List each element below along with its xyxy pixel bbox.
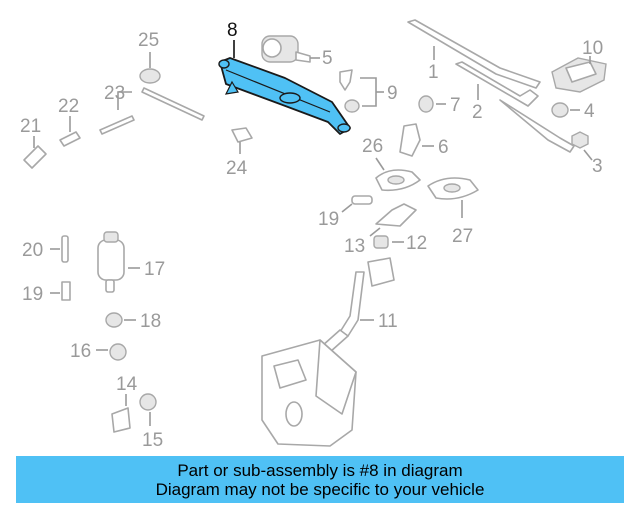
callout-2: 2	[472, 102, 483, 123]
banner-line-2: Diagram may not be specific to your vehi…	[155, 479, 485, 499]
seal-part-13	[375, 203, 417, 227]
grommet-part-15	[139, 393, 157, 411]
info-banner: Part or sub-assembly is #8 in diagram Di…	[16, 456, 624, 503]
callout-12: 12	[406, 233, 427, 254]
callout-5: 5	[322, 48, 333, 69]
callout-7: 7	[450, 95, 461, 116]
callout-25: 25	[138, 30, 159, 51]
grommet-part-7	[418, 95, 434, 113]
callout-14: 14	[116, 374, 138, 395]
bolt-part-9	[339, 69, 360, 113]
nozzle-part-27	[427, 177, 479, 200]
banner-line-1: Part or sub-assembly is #8 in diagram	[177, 460, 463, 480]
callout-23: 23	[104, 83, 125, 104]
parts-diagram: 8 5 9 1 2 10 4 3 7	[20, 19, 607, 451]
callout-20: 20	[22, 240, 43, 261]
callout-8: 8	[227, 20, 238, 41]
pin-part-20	[61, 235, 69, 263]
callout-24: 24	[226, 158, 248, 179]
nozzle-part-21	[23, 145, 47, 169]
callout-17: 17	[144, 259, 165, 280]
clip-part-24	[231, 127, 253, 143]
wiper-motor-part-5	[261, 35, 311, 63]
connector-part-22	[59, 131, 81, 147]
callout-15: 15	[142, 430, 163, 451]
callout-18: 18	[140, 311, 161, 332]
sensor-part-14	[111, 407, 131, 433]
rod-part-23	[99, 87, 205, 135]
callout-16: 16	[70, 341, 91, 362]
wiper-linkage-part-8[interactable]	[218, 57, 351, 135]
callout-27: 27	[452, 226, 473, 247]
connector-part-19-upper	[351, 195, 373, 205]
callout-19-upper: 19	[318, 209, 339, 230]
callout-4: 4	[584, 101, 595, 122]
cover-part-10	[551, 57, 607, 93]
nut-part-3	[571, 131, 589, 149]
grommet-part-16	[109, 343, 127, 361]
callout-3: 3	[592, 156, 603, 177]
cap-part-4	[551, 102, 569, 118]
callout-10: 10	[582, 38, 603, 59]
washer-pump-part-17	[97, 231, 125, 293]
connector-part-19-lower	[61, 281, 71, 301]
grommet-part-18	[105, 312, 123, 328]
callout-1: 1	[428, 62, 439, 83]
callout-11: 11	[378, 311, 398, 332]
wiper-arm-part-2	[455, 61, 575, 153]
callout-9: 9	[387, 83, 398, 104]
grommet-part-25	[139, 68, 161, 84]
wiper-blade-part-1	[407, 19, 541, 89]
cap-part-12	[373, 235, 389, 249]
filler-neck-part-11	[321, 257, 395, 353]
callout-21: 21	[20, 116, 41, 137]
bracket-part-6	[399, 123, 421, 157]
callout-6: 6	[438, 137, 449, 158]
callout-22: 22	[58, 96, 79, 117]
callout-19-lower: 19	[22, 284, 43, 305]
reservoir-tank	[261, 339, 357, 447]
nozzle-part-26	[375, 169, 421, 192]
callout-26: 26	[362, 136, 383, 157]
callout-13: 13	[344, 236, 365, 257]
